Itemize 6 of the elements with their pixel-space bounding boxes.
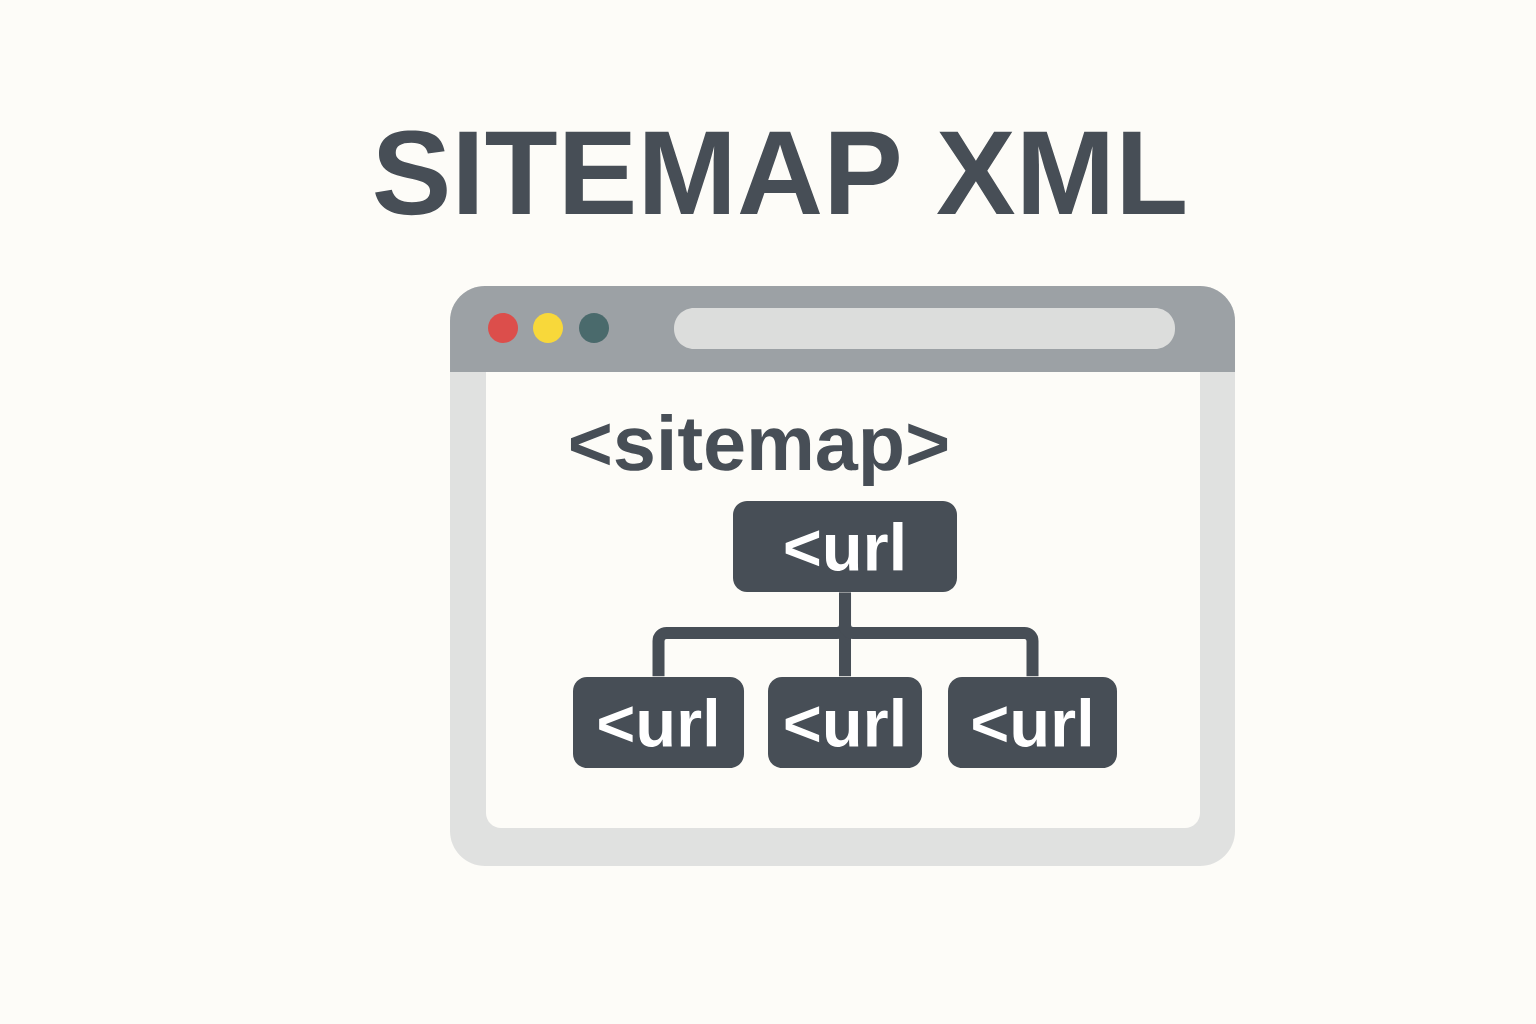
tag-heading: <sitemap> — [570, 413, 948, 487]
tag-box: <url — [573, 677, 744, 768]
tag-box: <url — [948, 677, 1117, 768]
tag-box: <url — [733, 501, 957, 592]
title: SITEMAP XML — [375, 130, 1185, 216]
tag-box: <url — [768, 677, 922, 768]
